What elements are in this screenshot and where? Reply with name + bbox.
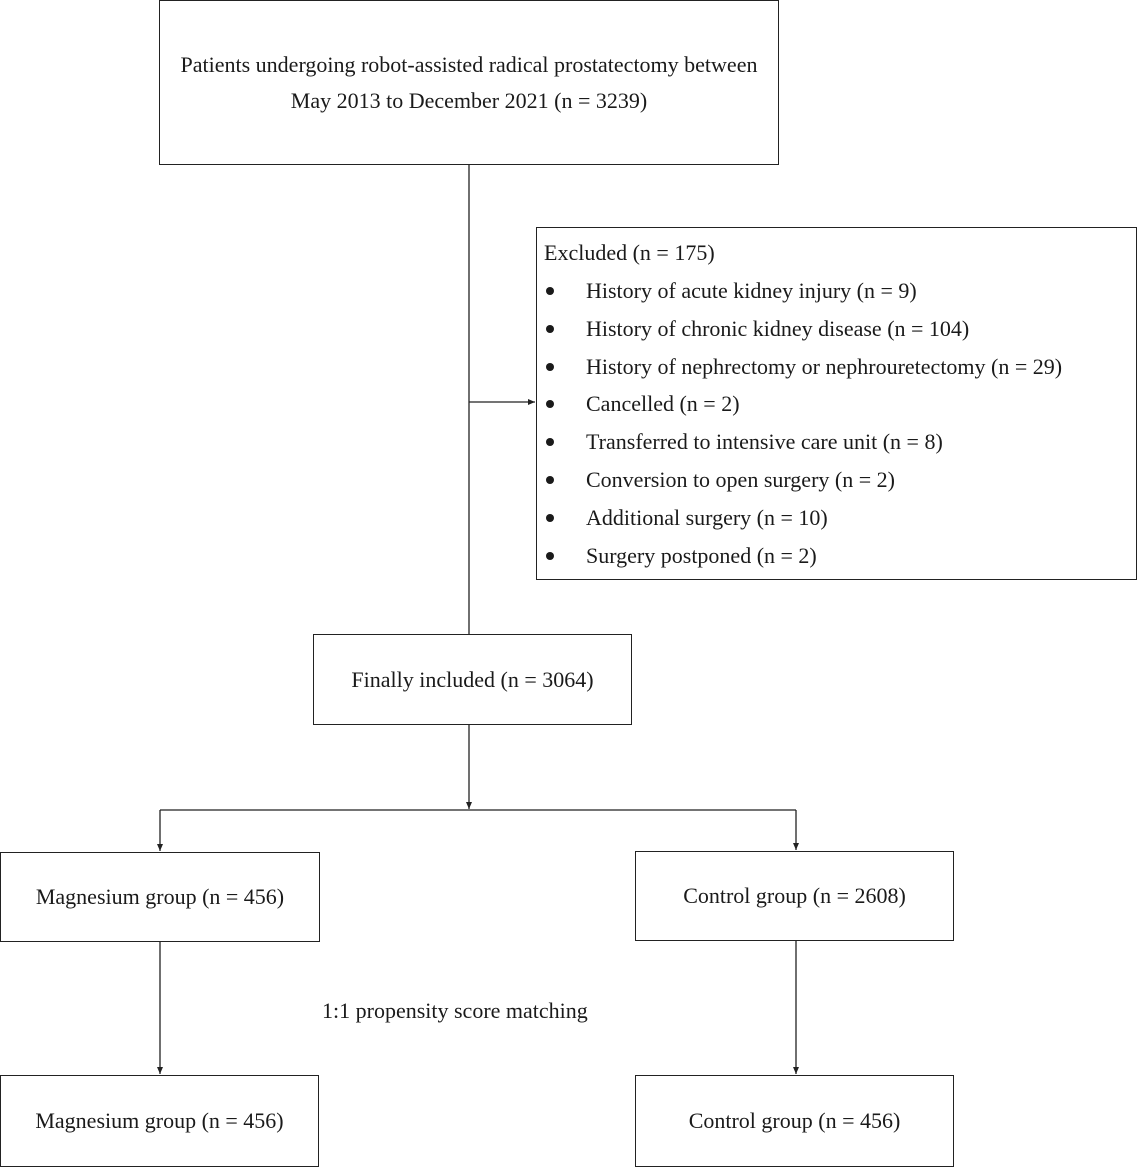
excluded-item-label: History of acute kidney injury (n = 9) [586, 278, 917, 303]
bullet-icon [546, 362, 554, 371]
excluded-item-label: Transferred to intensive care unit (n = … [586, 429, 943, 455]
included-box: Finally included (n = 3064) [313, 634, 632, 725]
magnesium-group-text: Magnesium group (n = 456) [35, 884, 285, 909]
included-text: Finally included (n = 3064) [351, 666, 594, 692]
magnesium-matched-box: Magnesium group (n = 456) [0, 1075, 319, 1167]
control-matched-box: Control group (n = 456) [635, 1075, 954, 1167]
source-population-box: Patients undergoing robot-assisted radic… [159, 0, 779, 165]
control-matched-text: Control group (n = 456) [688, 1108, 901, 1133]
bullet-icon [546, 513, 554, 522]
excluded-item-label: History of nephrectomy or nephrouretecto… [586, 353, 1063, 379]
excluded-item-label: Cancelled (n = 2) [586, 391, 740, 417]
bullet-icon [546, 551, 554, 560]
bullet-icon [546, 400, 554, 409]
excluded-item-label: Conversion to open surgery (n = 2) [586, 466, 895, 492]
excluded-item-label: Additional surgery (n = 10) [586, 504, 828, 530]
source-population-text: Patients undergoing robot-assisted radic… [180, 51, 758, 113]
bullet-icon [546, 287, 554, 295]
control-group-box: Control group (n = 2608) [635, 851, 954, 941]
control-group-text: Control group (n = 2608) [683, 883, 906, 908]
excluded-item-label: History of chronic kidney disease (n = 1… [586, 315, 970, 341]
bullet-icon [546, 475, 554, 484]
excluded-title: Excluded (n = 175) [544, 240, 715, 265]
bullet-icon [546, 438, 554, 447]
excluded-item-label: Surgery postponed (n = 2) [586, 542, 817, 568]
bullet-icon [546, 324, 554, 333]
magnesium-matched-text: Magnesium group (n = 456) [35, 1108, 284, 1133]
excluded-box: Excluded (n = 175) History of acute kidn… [536, 227, 1137, 580]
magnesium-group-box: Magnesium group (n = 456) [0, 852, 320, 942]
propensity-matching-label: 1:1 propensity score matching [322, 998, 588, 1023]
